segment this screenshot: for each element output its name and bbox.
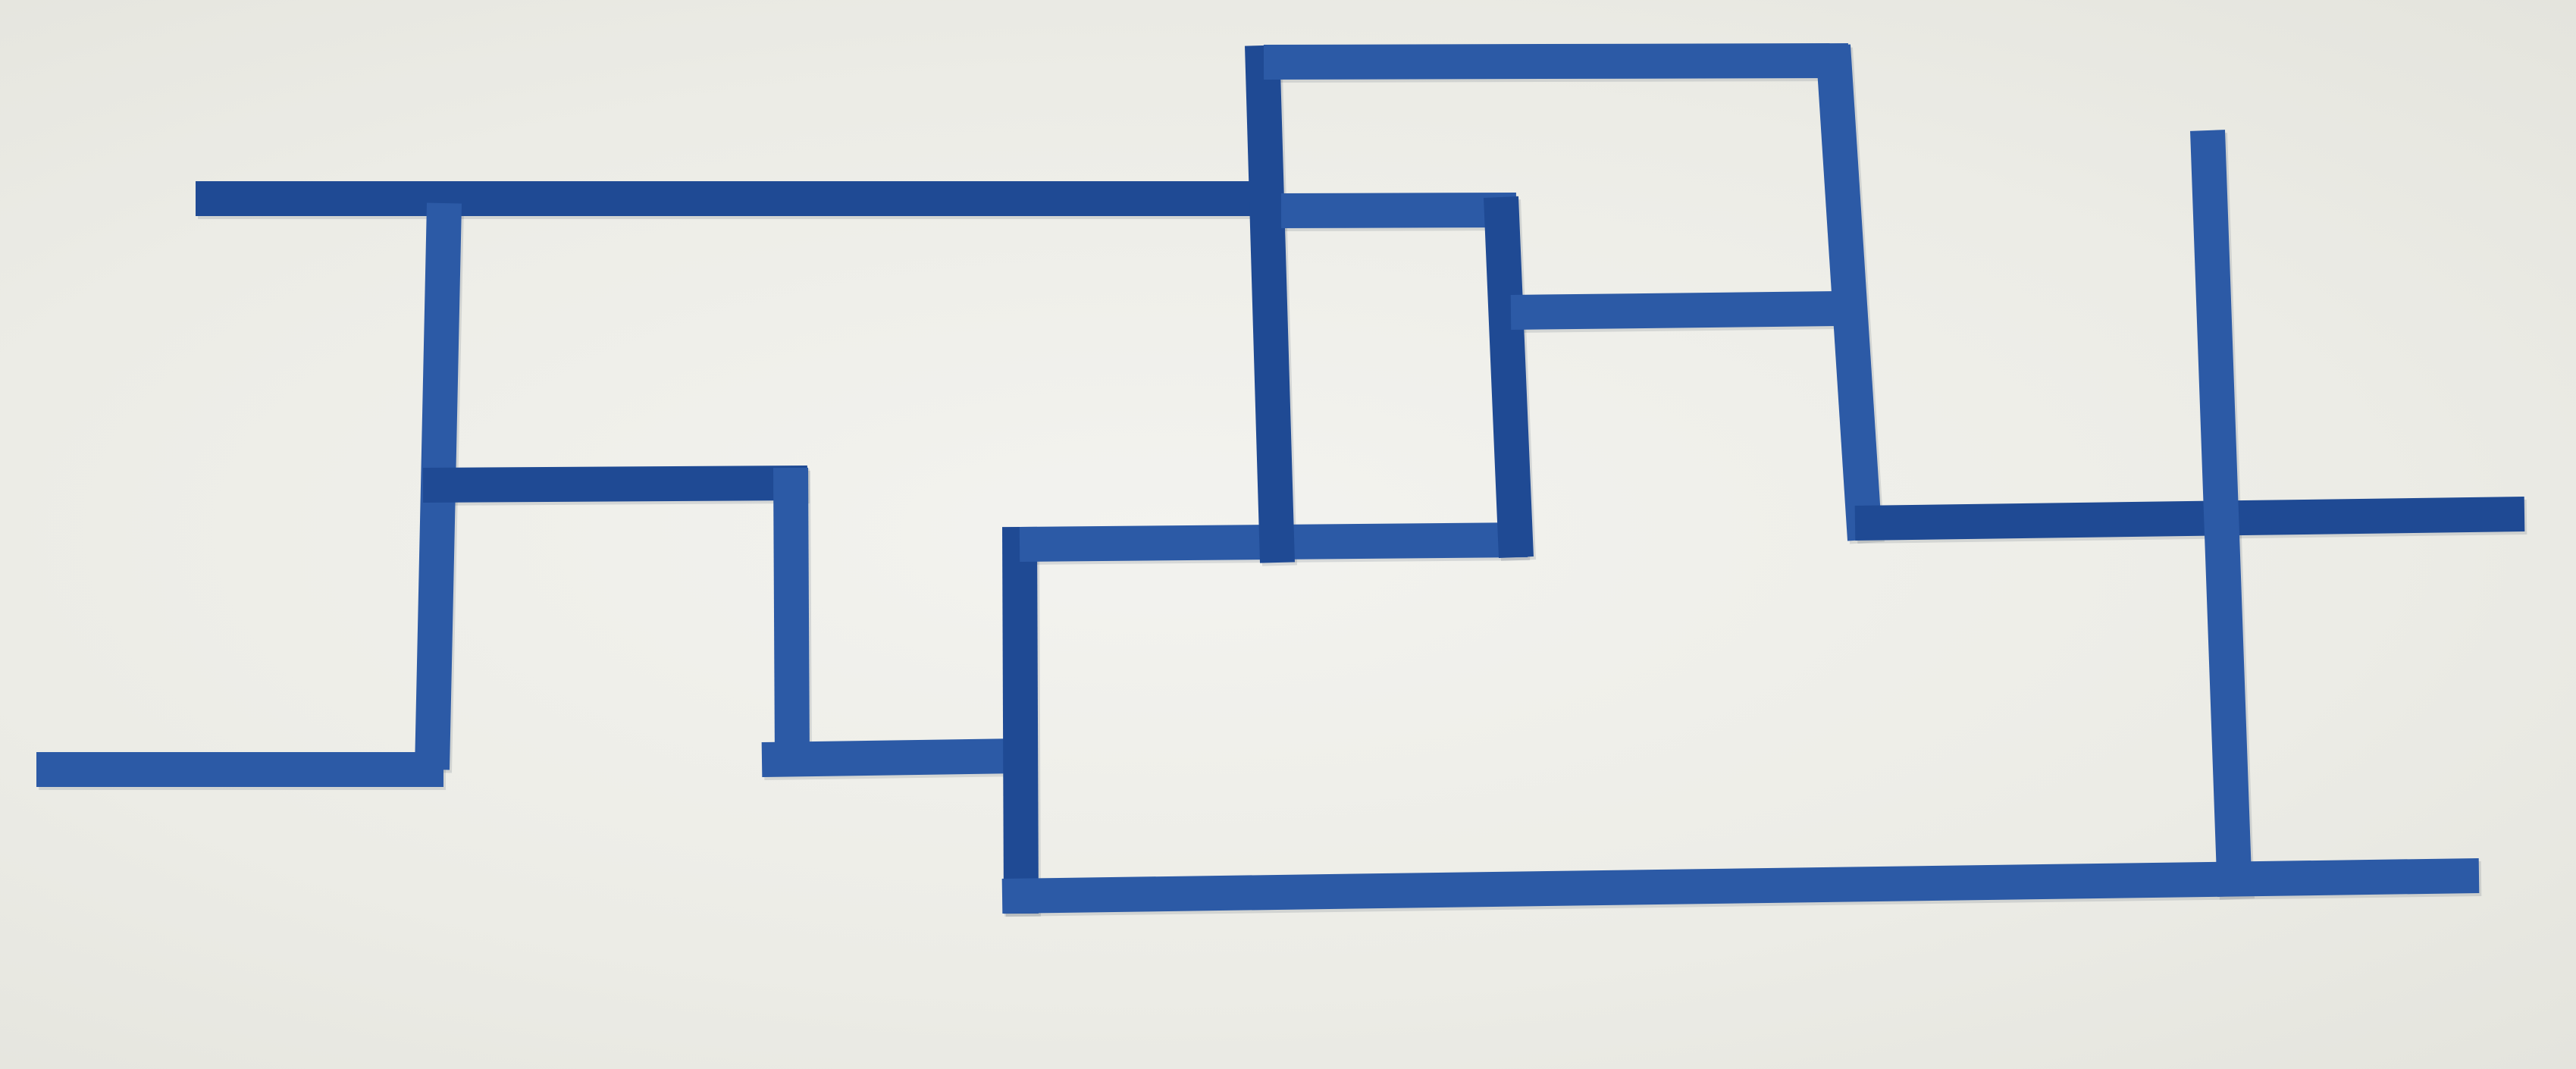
- tape-segments: [36, 43, 2525, 914]
- tape-segment-17: [2190, 130, 2252, 897]
- tape-segment-14: [1510, 291, 1839, 330]
- tape-segment-7: [1002, 526, 1039, 914]
- tape-segment-5: [773, 467, 810, 763]
- tape-segment-11: [1263, 43, 1849, 80]
- tape-segment-16: [1854, 497, 2525, 541]
- tape-segment-6: [761, 738, 1020, 777]
- tape-segment-8: [1001, 858, 2480, 914]
- tape-segment-13: [1484, 196, 1534, 558]
- tape-segment-12: [1280, 193, 1517, 228]
- tape-segment-4: [422, 466, 808, 503]
- tape-segment-10: [1245, 45, 1295, 563]
- tape-segment-15: [1816, 44, 1882, 541]
